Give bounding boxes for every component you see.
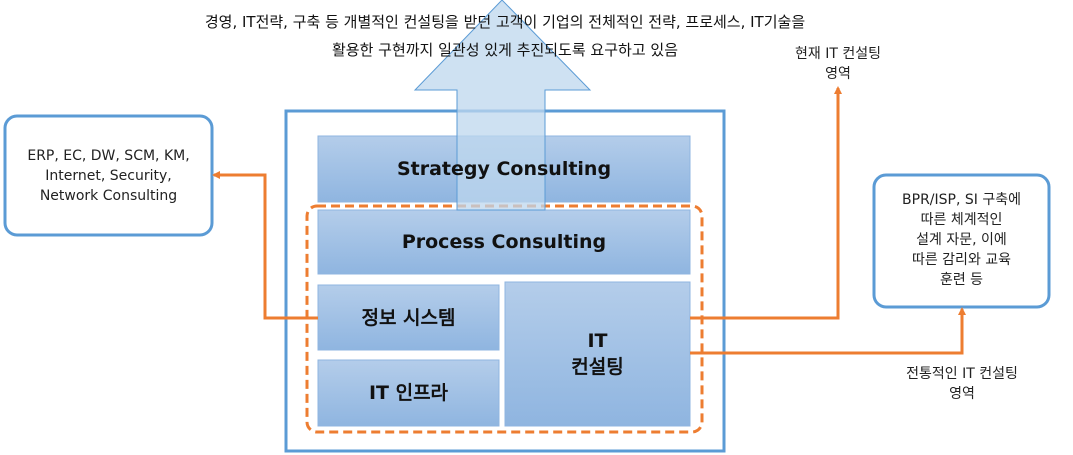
right-box-line: 훈련 등 [939,272,984,288]
connector-to-current-area [690,86,842,320]
process-block-shape [317,209,691,275]
traditional-label-line: 영역 [949,386,975,402]
current-it-consulting-label: 현재 IT 컨설팅 영역 [768,44,908,84]
info-system-block-shape [317,284,500,351]
traditional-label-line: 전통적인 IT 컨설팅 [906,366,1018,382]
info-system-label: 정보 시스템 [361,306,456,329]
traditional-it-consulting-label: 전통적인 IT 컨설팅 영역 [882,364,1042,404]
right-box-line: 따른 체계적인 [920,212,1003,228]
top-note-line1: 경영, IT전략, 구축 등 개별적인 컨설팅을 받던 고객이 기업의 전체적인… [204,13,806,31]
process-consulting-label: Process Consulting [401,231,607,253]
it-consulting-block-shape [504,281,691,427]
connector-to-left-box [212,171,318,320]
left-box-line: Network Consulting [39,188,178,204]
up-arrow [413,0,592,211]
left-box-text: ERP, EC, DW, SCM, KM, Internet, Security… [5,146,212,206]
strategy-consulting-label: Strategy Consulting [396,158,612,180]
it-infra-block-shape [317,359,500,427]
it-infra-label: IT 인프라 [368,382,449,404]
it-consulting-line2: 컨설팅 [571,356,624,378]
left-box-line: Internet, Security, [45,168,172,184]
right-box-line: BPR/ISP, SI 구축에 [902,192,1021,208]
connector-to-right-box [690,307,966,355]
left-box-line: ERP, EC, DW, SCM, KM, [27,148,190,164]
top-note: 경영, IT전략, 구축 등 개별적인 컨설팅을 받던 고객이 기업의 전체적인… [0,8,1010,64]
right-box-line: 따른 감리와 교육 [911,252,1012,268]
it-consulting-line1: IT [587,330,608,352]
current-label-line: 현재 IT 컨설팅 [795,46,881,62]
right-box-text: BPR/ISP, SI 구축에 따른 체계적인 설계 자문, 이에 따른 감리와… [874,190,1049,290]
current-label-line: 영역 [825,66,851,82]
it-consulting-label: IT 컨설팅 [505,282,690,426]
right-box-line: 설계 자문, 이에 [916,232,1007,248]
top-note-line2: 활용한 구현까지 일관성 있게 추진되도록 요구하고 있음 [331,41,678,59]
